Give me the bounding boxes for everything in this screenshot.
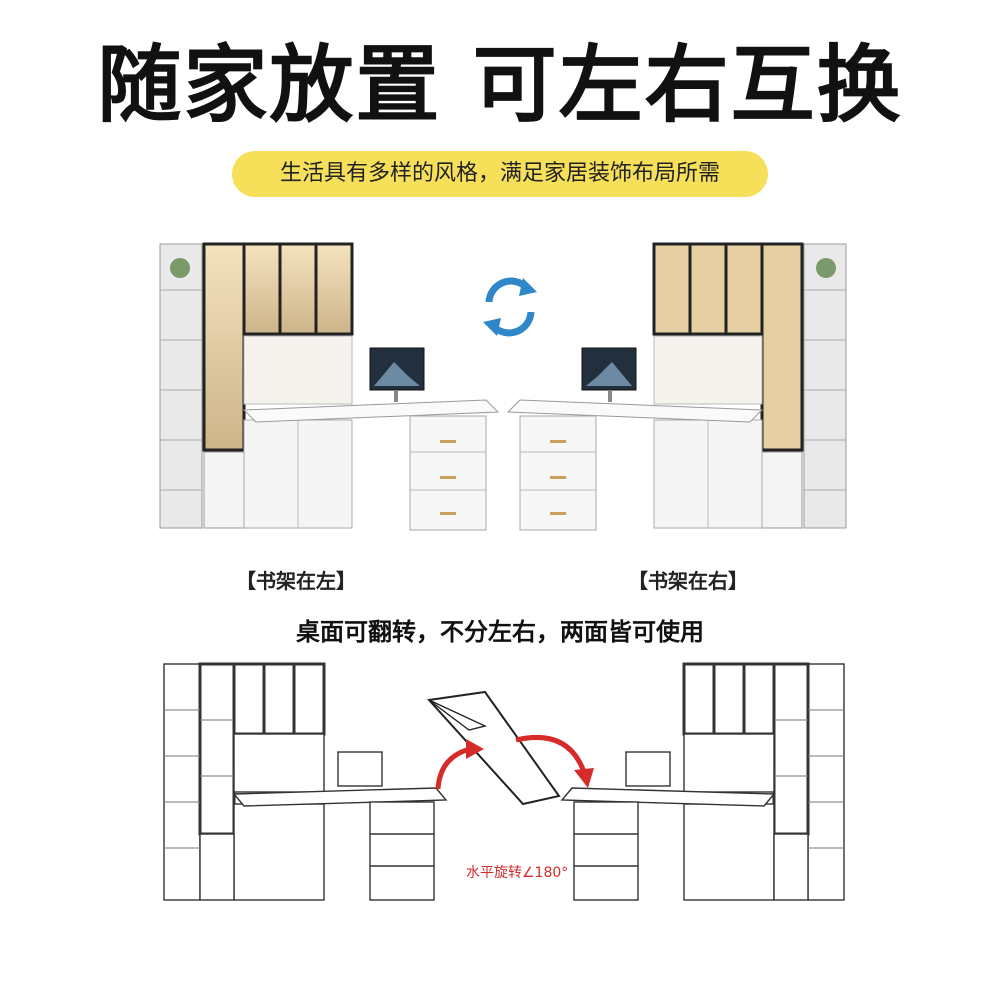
- flip-description: 桌面可翻转，不分左右，两面皆可使用: [296, 618, 704, 646]
- caption-bookshelf-left: 【书架在左】: [236, 569, 356, 593]
- caption-bookshelf-right: 【书架在右】: [628, 569, 748, 593]
- photo-bookshelf-right: [506, 242, 847, 531]
- photo-bookshelf-left: [159, 242, 500, 531]
- rotating-desktop-diagram: [426, 690, 561, 806]
- curved-arrow-up-icon: [435, 739, 484, 790]
- sketch-desk-left: [163, 662, 448, 901]
- sketch-desk-right: [560, 662, 845, 901]
- headline: 随家放置 可左右互换: [97, 36, 903, 134]
- subtitle-pill: 生活具有多样的风格，满足家居装饰布局所需: [232, 151, 768, 197]
- curved-arrow-down-icon: [515, 734, 594, 788]
- swap-arrows-icon: [483, 277, 537, 337]
- rotation-label: 水平旋转∠180°: [466, 865, 569, 881]
